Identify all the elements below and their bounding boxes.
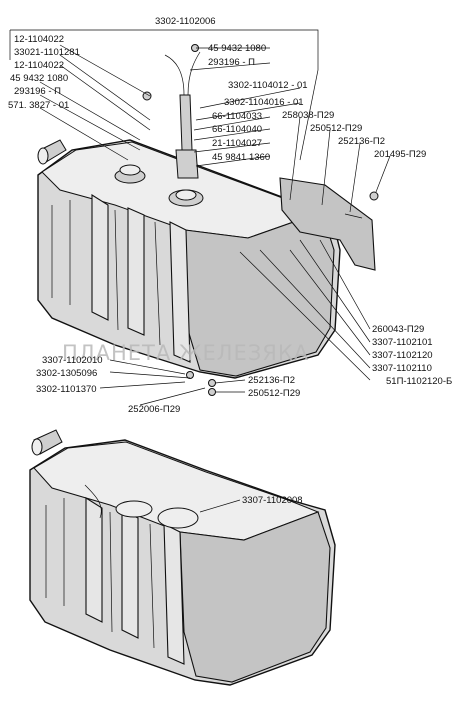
callout-66-1104033: 66-1104033 (212, 111, 262, 122)
callout-51p-1102120-b: 51П-1102120-Б (386, 376, 452, 387)
callout-45-9841-1360: 45 9841 1360 (212, 152, 270, 163)
callout-252006: 252006-П29 (128, 404, 180, 415)
leaders-right-bottom (239, 239, 371, 381)
callout-252136-bottom: 252136-П2 (248, 375, 295, 386)
callout-3302-1104016-01: 3302-1104016 - 01 (224, 97, 304, 108)
upper-tank-front-face (184, 211, 335, 377)
callout-12-1104022-b: 12-1104022 (14, 60, 64, 71)
leaders-center-group (189, 47, 301, 167)
leader-lower-tank (199, 499, 241, 513)
bolt-shaft (344, 213, 363, 219)
callout-293196-left: 293196 - П (14, 86, 61, 97)
lower-flange-left (115, 500, 153, 518)
callout-3307-1102008: 3307-1102008 (242, 495, 303, 506)
callout-3307-1102101: 3307-1102101 (372, 337, 433, 348)
watermark-text: ПЛАНЕТА ЖЕЛЕЗЯКА (62, 341, 309, 365)
fuel-intake-pipe-bend (164, 51, 201, 96)
lower-flange-right (157, 507, 199, 529)
callout-3307-1102010: 3307-1102010 (42, 355, 103, 366)
fuel-intake-tube (179, 94, 193, 151)
filler-neck-opening (37, 147, 49, 165)
callout-3307-1102120: 3307-1102120 (372, 350, 433, 361)
bracket-3302-1102006 (9, 29, 319, 161)
leaders-bottom-left (99, 359, 206, 406)
tank-side-ribs (51, 200, 161, 346)
callout-201495: 201495-П29 (374, 149, 426, 160)
callout-45-9432-1080-right: 45 9432 1080 (208, 43, 266, 54)
lower-tank-front-face (179, 511, 331, 683)
tank-strap-front (169, 221, 191, 363)
fitting-left (142, 91, 152, 101)
lower-tank-assembly (29, 429, 336, 686)
callout-3302-1104012-01: 3302-1104012 - 01 (228, 80, 308, 91)
callout-571-3827-01: 571. 3827 - 01 (8, 100, 69, 111)
callout-260043: 260043-П29 (372, 324, 424, 335)
callout-labels: 3302-1102006 12-1104022 33021-1101281 12… (8, 16, 452, 506)
callout-250512-bottom: 250512-П29 (248, 388, 300, 399)
callout-21-1104027: 21-1104027 (212, 138, 262, 149)
callout-250512-top: 250512-П29 (310, 123, 362, 134)
lower-strap-rear (85, 497, 103, 623)
leaders-right-top (289, 116, 391, 213)
callout-258038: 258038-П29 (282, 110, 334, 121)
intake-flange-top (175, 189, 197, 201)
fuel-intake-filter (175, 149, 199, 179)
leader-lines (9, 29, 391, 513)
drain-plug (186, 371, 194, 379)
leaders-left-group (39, 44, 151, 161)
bolt-201495 (369, 191, 379, 201)
fuel-sender-top (119, 164, 141, 176)
callout-33021-1101281: 33021-1101281 (14, 47, 80, 58)
tank-strap-middle (127, 207, 145, 336)
lower-strap-middle (121, 509, 139, 639)
leaders-bottom-right (214, 379, 246, 393)
callout-3307-1102110: 3307-1102110 (372, 363, 432, 374)
callout-252136-top: 252136-П2 (338, 136, 385, 147)
lower-tank-side-ribs (45, 498, 155, 649)
callout-293196-right: 293196 - П (208, 57, 255, 68)
tank-strap-rear (91, 194, 109, 321)
lower-hose (84, 484, 102, 519)
callout-3302-1102006: 3302-1102006 (155, 16, 216, 27)
nut-250512 (208, 388, 216, 396)
lower-filler-opening (31, 438, 43, 456)
washer-252136 (208, 379, 216, 387)
lower-strap-front (163, 523, 185, 665)
callout-3302-1305096: 3302-1305096 (36, 368, 97, 379)
mounting-bracket (279, 177, 376, 271)
callout-66-1104040: 66-1104040 (212, 124, 262, 135)
callout-45-9432-1080-left: 45 9432 1080 (10, 73, 68, 84)
callout-3302-1101370: 3302-1101370 (36, 384, 97, 395)
callout-12-1104022-a: 12-1104022 (14, 34, 64, 45)
upper-tank-assembly (37, 44, 379, 396)
